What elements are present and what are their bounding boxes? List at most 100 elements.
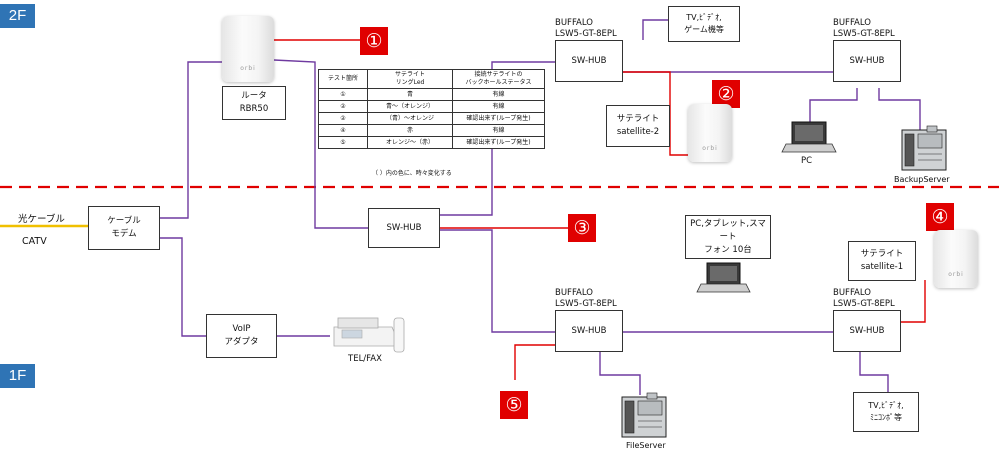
status-cell: 赤 <box>367 124 453 137</box>
status-cell: 有線 <box>452 88 545 101</box>
status-header-led: サテライト リングLed <box>367 69 453 89</box>
pc-group-label-1: PC,タブレット,スマート <box>690 218 766 242</box>
catv-label: CATV <box>22 236 47 247</box>
modem-router-link <box>160 61 222 219</box>
test-line-5 <box>514 344 555 380</box>
buffalo-1f-a-model: LSW5-GT-8EPL <box>555 299 617 309</box>
status-header-backhaul: 接続サテライトの バックホールステータス <box>452 69 545 89</box>
status-cell: 有線 <box>452 100 545 113</box>
status-cell: ④ <box>318 124 368 137</box>
sw-hub-1f-a: SW-HUB <box>555 310 623 352</box>
status-table-row: ② （青）～オレンジ 確認出来ず(ループ発生) <box>318 112 545 125</box>
tv-game-label-1: TV,ﾋﾞﾃﾞｵ, <box>686 13 722 22</box>
file-server-label: FileServer <box>626 441 666 450</box>
sw-hub-2f-a: SW-HUB <box>555 40 623 82</box>
pc-group-box: PC,タブレット,スマート フォン 10台 <box>685 215 771 259</box>
status-table-row: ⑤ オレンジ～（赤） 確認出来ず(ループ発生) <box>318 136 545 149</box>
satellite-2-label-box: サテライト satellite-2 <box>606 105 670 147</box>
server-icon-backup <box>901 125 947 171</box>
floor-label-2f: 2F <box>0 4 35 28</box>
buffalo-1f-b-model: LSW5-GT-8EPL <box>833 299 895 309</box>
satellite-1-device: orbi <box>934 230 978 288</box>
laptop-icon-pc <box>781 121 837 153</box>
status-cell: 確認出来ず(ループ発生) <box>452 136 545 149</box>
status-cell: オレンジ～（赤） <box>367 136 453 149</box>
status-table-row: ④ 赤 有線 <box>318 124 545 137</box>
sw-hub-2f-b-label: SW-HUB <box>849 55 885 66</box>
voip-label-2: アダプタ <box>224 337 259 347</box>
sw-hub-1f-a-label: SW-HUB <box>571 325 607 336</box>
router-label-box: ルータ RBR50 <box>222 86 286 120</box>
router-device: orbi <box>222 16 274 82</box>
sw-hub-1f-b-label: SW-HUB <box>849 325 885 336</box>
floor-label-1f: 1F <box>0 364 35 388</box>
status-cell: （青）～オレンジ <box>367 112 453 125</box>
status-table-row: ② 青～（オレンジ） 有線 <box>318 100 545 113</box>
router-brand: orbi <box>240 65 256 72</box>
sw-hub-2f-a-label: SW-HUB <box>571 55 607 66</box>
voip-adapter: VoIP アダプタ <box>206 314 277 358</box>
modem-voip-link <box>160 237 206 337</box>
tv-game-box: TV,ﾋﾞﾃﾞｵ, ゲーム機等 <box>668 6 740 42</box>
fiber-label: 光ケーブル <box>18 214 65 225</box>
router-hub-link <box>273 59 368 229</box>
fileserver-link <box>599 352 641 395</box>
status-cell: ⑤ <box>318 136 368 149</box>
tv-mini-label-1: TV,ﾋﾞﾃﾞｵ, <box>868 401 904 410</box>
test-marker-5: ⑤ <box>500 391 528 419</box>
satellite-2-brand: orbi <box>702 145 718 152</box>
satellite-2-label-1: サテライト <box>616 114 660 124</box>
buffalo-2f-b-brand: BUFFALO <box>833 18 871 28</box>
router-label-1: ルータ <box>241 91 267 101</box>
test-marker-3: ③ <box>568 214 596 242</box>
telfax-label: TEL/FAX <box>348 354 382 364</box>
cable-modem-label-2: モデム <box>111 229 137 239</box>
sw-hub-main-label: SW-HUB <box>386 222 422 233</box>
status-cell: 有線 <box>452 124 545 137</box>
backup-server-label: BackupServer <box>894 175 950 184</box>
buffalo-1f-a-brand: BUFFALO <box>555 288 593 298</box>
satellite-2-label-2: satellite-2 <box>616 127 660 137</box>
satellite-1-label-box: サテライト satellite-1 <box>848 241 916 281</box>
status-cell: ② <box>318 112 368 125</box>
buffalo-1f-b-brand: BUFFALO <box>833 288 871 298</box>
hub-1f-link <box>440 229 555 333</box>
sw-hub-2f-b: SW-HUB <box>833 40 901 82</box>
status-table-note: （ ）内の色に、時々変化する <box>372 170 452 177</box>
satellite-1-brand: orbi <box>948 271 964 278</box>
backup-link <box>878 88 921 130</box>
voip-label-1: VoIP <box>232 324 251 334</box>
status-cell: ① <box>318 88 368 101</box>
satellite-2-device: orbi <box>688 104 732 162</box>
test-marker-2: ② <box>712 80 740 108</box>
laptop-icon-tablet-group <box>696 262 751 293</box>
tv-mini-box: TV,ﾋﾞﾃﾞｵ, ﾐﾆｺﾝﾎﾟ等 <box>853 392 919 432</box>
cable-modem-label-1: ケーブル <box>107 216 141 226</box>
telfax-icon <box>333 317 405 353</box>
test-line-2 <box>623 71 690 156</box>
pc-label: PC <box>801 156 813 166</box>
satellite-1-label-2: satellite-1 <box>860 262 904 272</box>
satellite-1-label-1: サテライト <box>860 249 904 259</box>
buffalo-2f-a-brand: BUFFALO <box>555 18 593 28</box>
server-icon-file <box>621 392 667 438</box>
buffalo-2f-a-model: LSW5-GT-8EPL <box>555 29 617 39</box>
sw-hub-main: SW-HUB <box>368 208 440 248</box>
status-cell: 青 <box>367 88 453 101</box>
status-table: テスト箇所 サテライト リングLed 接続サテライトの バックホールステータス … <box>318 69 545 149</box>
sw-hub-1f-b: SW-HUB <box>833 310 901 352</box>
test-line-4 <box>901 280 926 323</box>
cable-modem: ケーブル モデム <box>88 206 160 250</box>
status-cell: 確認出来ず(ループ発生) <box>452 112 545 125</box>
test-marker-1: ① <box>360 27 388 55</box>
status-cell: 青～（オレンジ） <box>367 100 453 113</box>
buffalo-2f-tv-link <box>642 19 668 40</box>
status-table-row: ① 青 有線 <box>318 88 545 101</box>
buffalo-2f-b-model: LSW5-GT-8EPL <box>833 29 895 39</box>
tv-mini-link <box>859 352 889 392</box>
test-marker-4: ④ <box>926 203 954 231</box>
tv-game-label-2: ゲーム機等 <box>684 25 724 34</box>
router-label-2: RBR50 <box>239 104 269 114</box>
tv-mini-label-2: ﾐﾆｺﾝﾎﾟ等 <box>870 413 902 422</box>
